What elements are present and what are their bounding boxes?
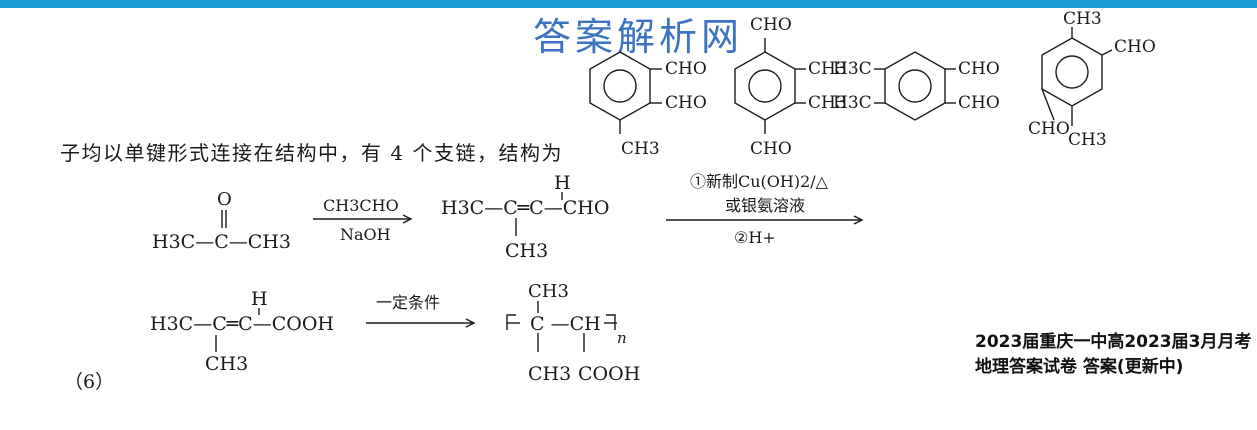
question-label: （6） (64, 371, 115, 393)
reactant-formula: H3C—C═C—COOH (150, 313, 334, 335)
iso3-r1: CHO (958, 59, 1000, 79)
iso4-bottom: CH3 (1068, 130, 1107, 150)
iso3-r2: CHO (958, 93, 1000, 113)
watermark-text: 答案解析网 (533, 15, 744, 59)
iso1-r2: CHO (665, 93, 707, 113)
reagent-bottom: NaOH (340, 225, 391, 244)
acetone-formula: H3C—C—CH3 (152, 231, 291, 253)
reactant-h: H (251, 288, 268, 310)
oxidation-reagent: ①新制Cu(OH)2/△ (690, 172, 829, 191)
top-accent-bar (0, 0, 1257, 8)
acidification-step: ②H+ (734, 228, 776, 247)
iso4-bl: CHO (1028, 119, 1070, 139)
iso4-top: CH3 (1063, 9, 1102, 29)
reactant-methyl: CH3 (205, 353, 248, 375)
polymerization-condition: 一定条件 (376, 293, 440, 312)
product-formula: H3C—C═C—CHO (441, 197, 609, 219)
polymer-top-methyl: CH3 (528, 281, 569, 302)
polymer-n: n (617, 329, 627, 347)
iso1-r1: CHO (665, 59, 707, 79)
benzene-ring-1 (589, 51, 651, 121)
product-h: H (554, 172, 571, 194)
polymer-backbone: C —CH (530, 313, 601, 335)
polymer-methyl: CH3 (528, 363, 571, 385)
iso1-bottom: CH3 (621, 139, 660, 159)
iso2-r2: CH3 (808, 93, 847, 113)
benzene-ring-2 (734, 51, 796, 121)
acetone-oxygen: O (217, 189, 232, 210)
iso2-bottom: CHO (750, 139, 792, 159)
polymer-carboxyl: COOH (578, 363, 640, 385)
benzene-ring-3 (884, 51, 946, 121)
benzene-ring-4 (1041, 37, 1103, 107)
oxidation-alternative: 或银氨溶液 (725, 196, 805, 215)
iso2-r1: CH3 (808, 59, 847, 79)
intro-text: 子均以单键形式连接在结构中，有 4 个支链，结构为 (60, 141, 563, 165)
iso3-l1: H3C (833, 59, 872, 79)
iso3-l2: H3C (833, 93, 872, 113)
product-methyl: CH3 (505, 240, 548, 262)
iso2-top: CHO (750, 15, 792, 35)
reagent-top: CH3CHO (323, 196, 399, 215)
side-note[interactable]: 2023届重庆一中高2023届3月月考地理答案试卷 答案(更新中) (975, 332, 1252, 377)
iso4-r: CHO (1114, 37, 1156, 57)
